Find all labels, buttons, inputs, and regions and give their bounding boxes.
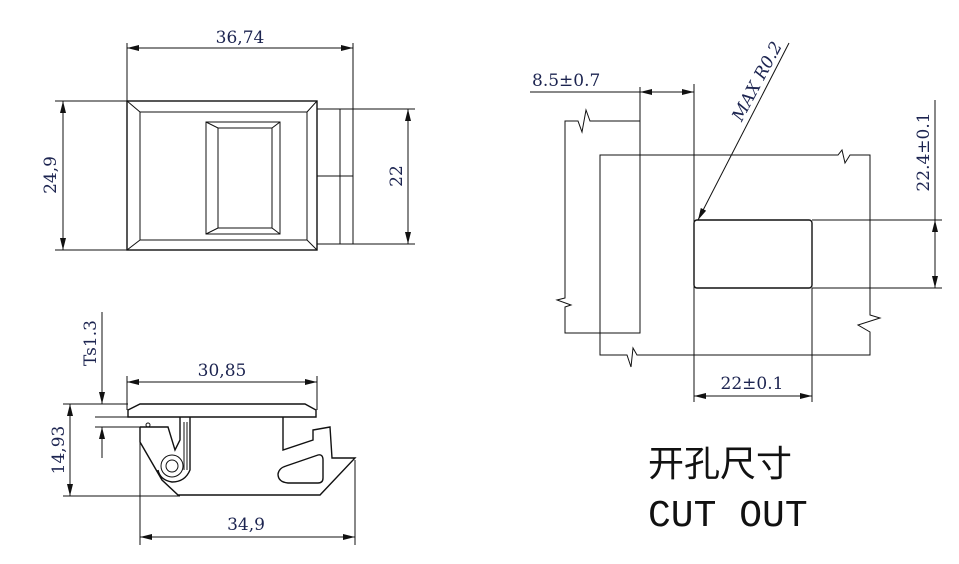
cutout-hole [693, 219, 813, 289]
dim-radius: MAX R0.2 [728, 39, 787, 126]
dim-base-width: 34,9 [227, 515, 265, 535]
dim-cutout-width: 22±0.1 [721, 374, 784, 394]
dim-thickness: Ts1.3 [81, 320, 101, 366]
hinge-outer [160, 454, 184, 478]
panel-left [555, 108, 641, 334]
title-chinese: 开孔尺寸 [648, 444, 792, 485]
dim-offset: 8.5±0.7 [532, 71, 600, 91]
dim-side-height: 14,93 [49, 426, 69, 475]
side-view: 30,85 Ts1.3 14,93 34,9 [49, 312, 357, 545]
cutout-view: 8.5±0.7 MAX R0.2 22.4±0.1 22±0.1 开孔尺寸 CU… [530, 39, 942, 538]
dim-inner-height: 22 [387, 165, 407, 187]
latch-window [205, 121, 281, 235]
hinge-pin [165, 459, 179, 473]
front-view: 36,74 24,9 22 [41, 28, 415, 251]
dim-width: 36,74 [216, 28, 265, 48]
latch-plate [127, 403, 317, 418]
latch-bevel [139, 111, 308, 241]
dim-plate-width: 30,85 [198, 361, 247, 381]
dim-cutout-height: 22.4±0.1 [914, 112, 934, 191]
latch-slot [277, 454, 324, 484]
dim-height: 24,9 [41, 156, 61, 194]
panel-right [599, 148, 882, 368]
title-english: CUT OUT [648, 495, 808, 538]
